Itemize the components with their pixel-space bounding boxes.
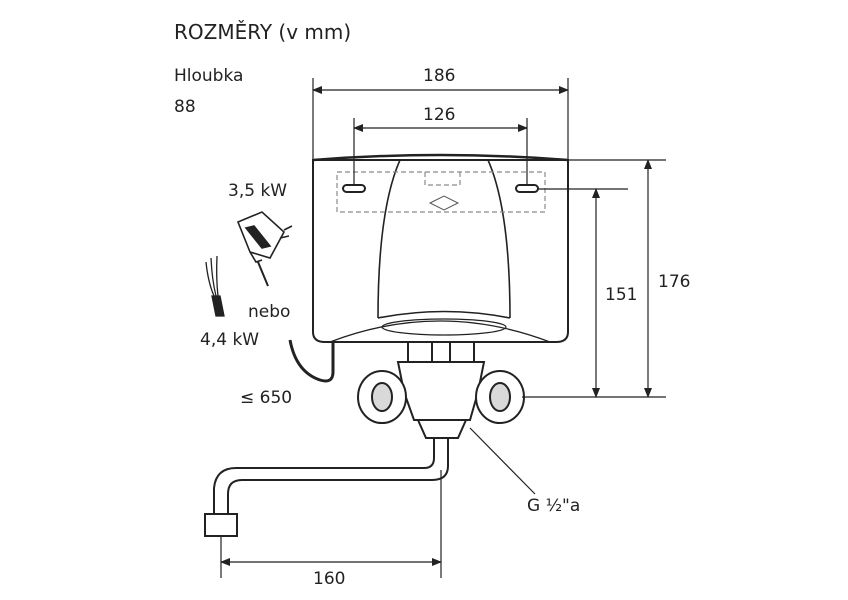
swivel-spout	[204, 438, 449, 537]
mounting-bracket-outline	[336, 171, 546, 213]
power-or-label: nebo	[248, 302, 291, 322]
drawing-title: ROZMĚRY (v mm)	[174, 20, 352, 44]
depth-value: 88	[174, 97, 196, 117]
dimension-width-outer: 186	[423, 66, 456, 86]
dimension-spout-reach: 160	[313, 569, 346, 589]
power-cable	[288, 339, 335, 383]
dimension-lines	[220, 78, 666, 578]
power-wired-label: 4,4 kW	[200, 330, 260, 350]
brand-logo	[428, 195, 460, 211]
power-plug-label: 3,5 kW	[228, 181, 288, 201]
depth-label: Hloubka	[174, 66, 244, 86]
heater-housing	[312, 153, 569, 343]
connection-fittings	[357, 341, 525, 439]
dimension-width-inner: 126	[423, 105, 456, 125]
thread-label: G ½"a	[527, 496, 581, 516]
dimension-height-total: 176	[658, 272, 691, 292]
wire-ends-icon	[205, 255, 225, 317]
plug-icon	[236, 211, 293, 287]
cable-length-label: ≤ 650	[240, 388, 293, 408]
dimension-height-mount: 151	[605, 285, 638, 305]
